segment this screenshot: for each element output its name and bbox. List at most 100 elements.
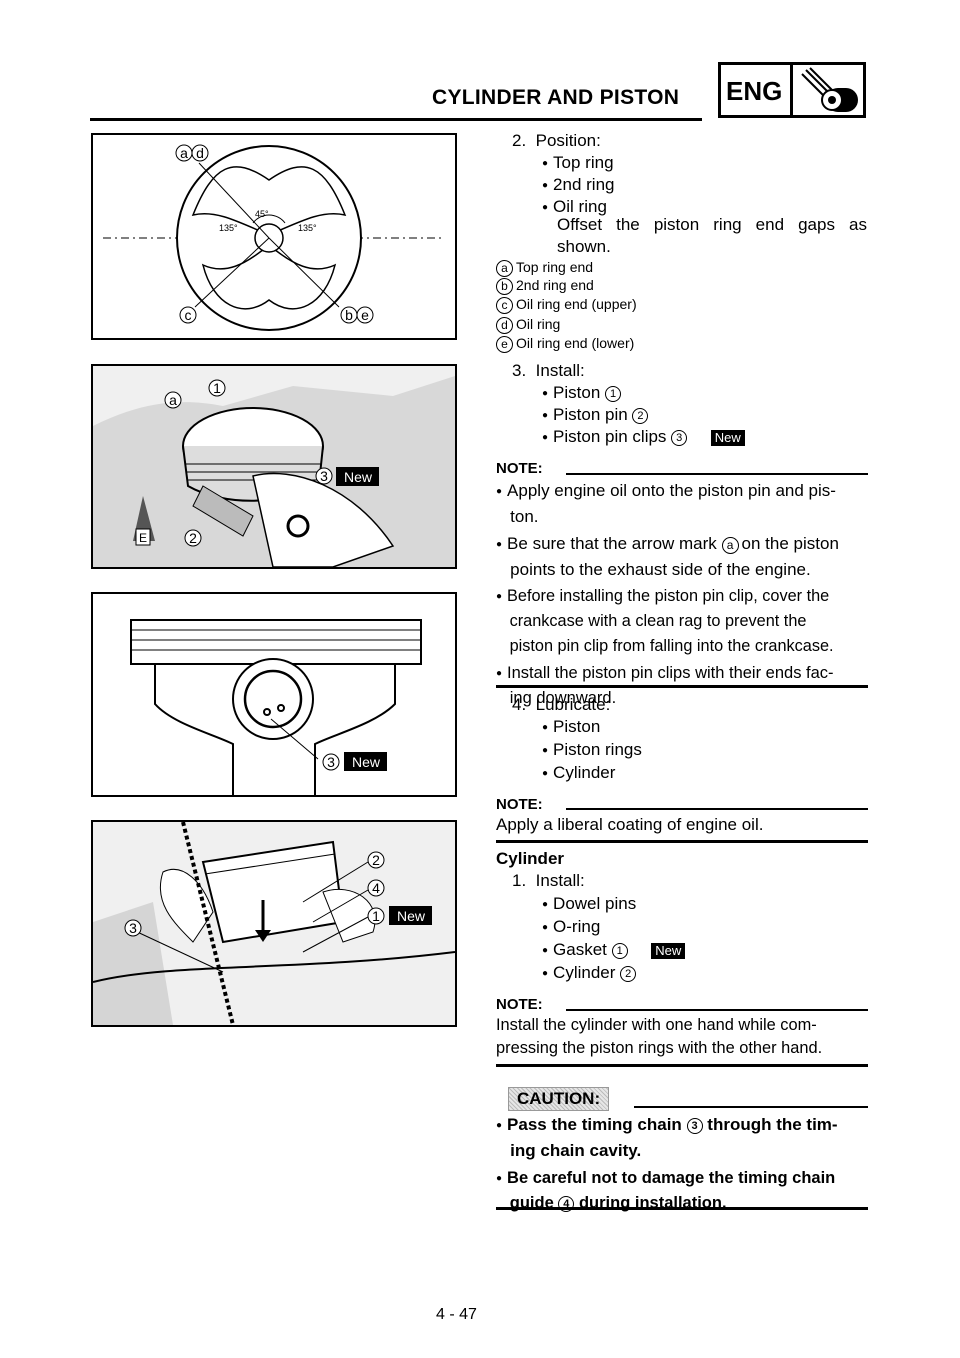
callout-1: 1 [372, 908, 380, 924]
step3-label: Install: [535, 361, 585, 380]
cyl-item-4: Cylinder 2 [542, 962, 637, 985]
note1-item-2: Be sure that the arrow mark aon the pist… [496, 531, 868, 582]
cyl-num: 1. [512, 871, 527, 890]
figure-piston-install: a 1 2 3 New E [91, 364, 457, 569]
page-title: CYLINDER AND PISTON [432, 86, 680, 109]
new-tag: New [397, 908, 426, 924]
new-tag: New [651, 943, 686, 959]
legend-key-e: e [496, 336, 513, 353]
label-c: c [185, 307, 192, 323]
label-b: b [345, 307, 353, 323]
note3-line-2: pressing the piston rings with the other… [496, 1039, 823, 1057]
note1-bottom-rule [496, 685, 868, 688]
note1-top-rule [566, 473, 868, 475]
section-divider [790, 62, 793, 118]
caution-item-1-a: Pass the timing chain [507, 1115, 682, 1134]
note1-item-3-l3: piston pin clip from falling into the cr… [509, 637, 834, 655]
step3-num: 3. [512, 361, 527, 380]
step3-item-1: Piston 1 [542, 382, 622, 405]
cyl-item-1: Dowel pins [542, 893, 636, 916]
cylinder-install-illustration: 2 4 1 New 3 [92, 821, 456, 1026]
callout-2: 2 [189, 530, 197, 546]
step4-item-3: Cylinder [542, 762, 615, 785]
callout-1: 1 [213, 380, 221, 396]
callout-1: 1 [611, 943, 628, 959]
callout-3: 3 [671, 430, 688, 446]
step3-heading: 3. Install: [512, 360, 585, 382]
note1-item-3-l1: Before installing the piston pin clip, c… [507, 587, 830, 605]
step2-item-3: Oil ring [542, 196, 607, 219]
caution-label: CAUTION: [508, 1087, 610, 1111]
legend-text-a: Top ring end [516, 259, 594, 275]
caution-body: Pass the timing chain 3 through the tim-… [496, 1112, 868, 1216]
step3-item-1-text: Piston [553, 383, 601, 402]
step3-item-2: Piston pin 2 [542, 404, 649, 427]
step4-item-1: Piston [542, 716, 600, 739]
callout-3: 3 [686, 1118, 703, 1134]
cyl-step-heading: 1. Install: [512, 870, 585, 892]
step4-num: 4. [512, 695, 527, 714]
legend-text-b: 2nd ring end [516, 277, 594, 293]
note3-label: NOTE: [496, 996, 543, 1013]
label-e: e [361, 307, 369, 323]
new-tag: New [344, 469, 373, 485]
caution-bottom-rule [496, 1207, 868, 1210]
note1-item-3-l2: crankcase with a clean rag to prevent th… [509, 612, 807, 630]
section-label: ENG [726, 76, 783, 106]
label-a: a [180, 145, 188, 161]
note1-item-2-l1b: on the piston [741, 534, 839, 553]
note1-item-1-l2: ton. [510, 507, 539, 526]
step2-item-1: Top ring [542, 152, 613, 175]
note3-bottom-rule [496, 1064, 868, 1067]
legend-text-e: Oil ring end (lower) [516, 335, 635, 351]
angle-135-right-label: 135° [298, 223, 317, 233]
note3-line-1: Install the cylinder with one hand while… [496, 1016, 817, 1034]
step3-item-3-text: Piston pin clips [553, 427, 667, 446]
note1-item-4: Install the piston pin clips with their … [496, 661, 868, 711]
figure-cylinder-install: 2 4 1 New 3 [91, 820, 457, 1027]
caution-top-rule [634, 1106, 868, 1108]
callout-3: 3 [327, 754, 335, 770]
caution-item-2: Be careful not to damage the timing chai… [496, 1166, 868, 1216]
note2-bottom-rule [496, 840, 868, 843]
cyl-item-3-text: Gasket [553, 940, 607, 959]
note1-item-4-l2: ing downward. [509, 689, 617, 707]
oil-mark: E [139, 531, 147, 545]
step4-item-2: Piston rings [542, 739, 642, 762]
figure-ring-gaps: 45° 135° 135° a d c b e [91, 133, 457, 340]
callout-2: 2 [632, 408, 649, 424]
note1-item-3: Before installing the piston pin clip, c… [496, 584, 868, 659]
cylinder-heading: Cylinder [496, 849, 565, 868]
legend-key-d: d [496, 317, 513, 334]
callout-4: 4 [372, 880, 380, 896]
step3-item-2-text: Piston pin [553, 405, 628, 424]
caution-item-1-c: ing chain cavity. [510, 1141, 642, 1160]
cyl-label: Install: [535, 871, 585, 890]
legend-key-b: b [496, 278, 513, 295]
note3-top-rule [566, 1009, 868, 1011]
piston-clip-diagram: 3 New [130, 619, 422, 795]
new-tag: New [710, 430, 745, 446]
caution-item-1-b: through the tim- [707, 1115, 838, 1134]
step2-desc-2: shown. [557, 237, 611, 256]
callout-3: 3 [129, 920, 137, 936]
callout-2: 2 [620, 966, 637, 982]
caution-item-1: Pass the timing chain 3 through the tim-… [496, 1112, 868, 1163]
angle-45-label: 45° [255, 209, 269, 219]
step2-label: Position: [535, 131, 601, 150]
piston-top-diagram: 45° 135° 135° a d c b e [103, 144, 443, 331]
callout-3: 3 [320, 468, 328, 484]
piston-install-illustration: a 1 2 3 New E [93, 366, 455, 568]
cyl-item-4-text: Cylinder [553, 963, 616, 982]
note1-label: NOTE: [496, 460, 543, 477]
caution-item-2-a: Be careful not to damage the timing chai… [507, 1169, 836, 1187]
cyl-item-3: Gasket 1 New [542, 939, 686, 962]
legend-key-c: c [496, 297, 513, 314]
note1-body: Apply engine oil onto the piston pin and… [496, 478, 868, 711]
step2-num: 2. [512, 131, 527, 150]
header-rule [90, 118, 702, 121]
